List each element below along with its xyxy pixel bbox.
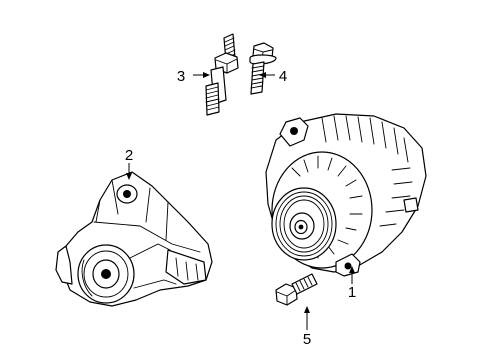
callout-labels: 3 4 2 1 5 — [125, 68, 356, 348]
stud-bolt-part-3 — [205, 33, 239, 116]
alternator-part-1 — [265, 113, 427, 277]
flange-bolt-part-4 — [249, 42, 277, 95]
callout-2: 2 — [125, 147, 133, 164]
small-bolt-part-5 — [275, 273, 318, 306]
leader-arrows — [126, 72, 355, 330]
tensioner-bracket-part-2 — [55, 171, 213, 307]
callout-1: 1 — [348, 284, 356, 301]
callout-5: 5 — [303, 331, 311, 348]
callout-4: 4 — [279, 68, 287, 85]
callout-3: 3 — [177, 68, 185, 85]
